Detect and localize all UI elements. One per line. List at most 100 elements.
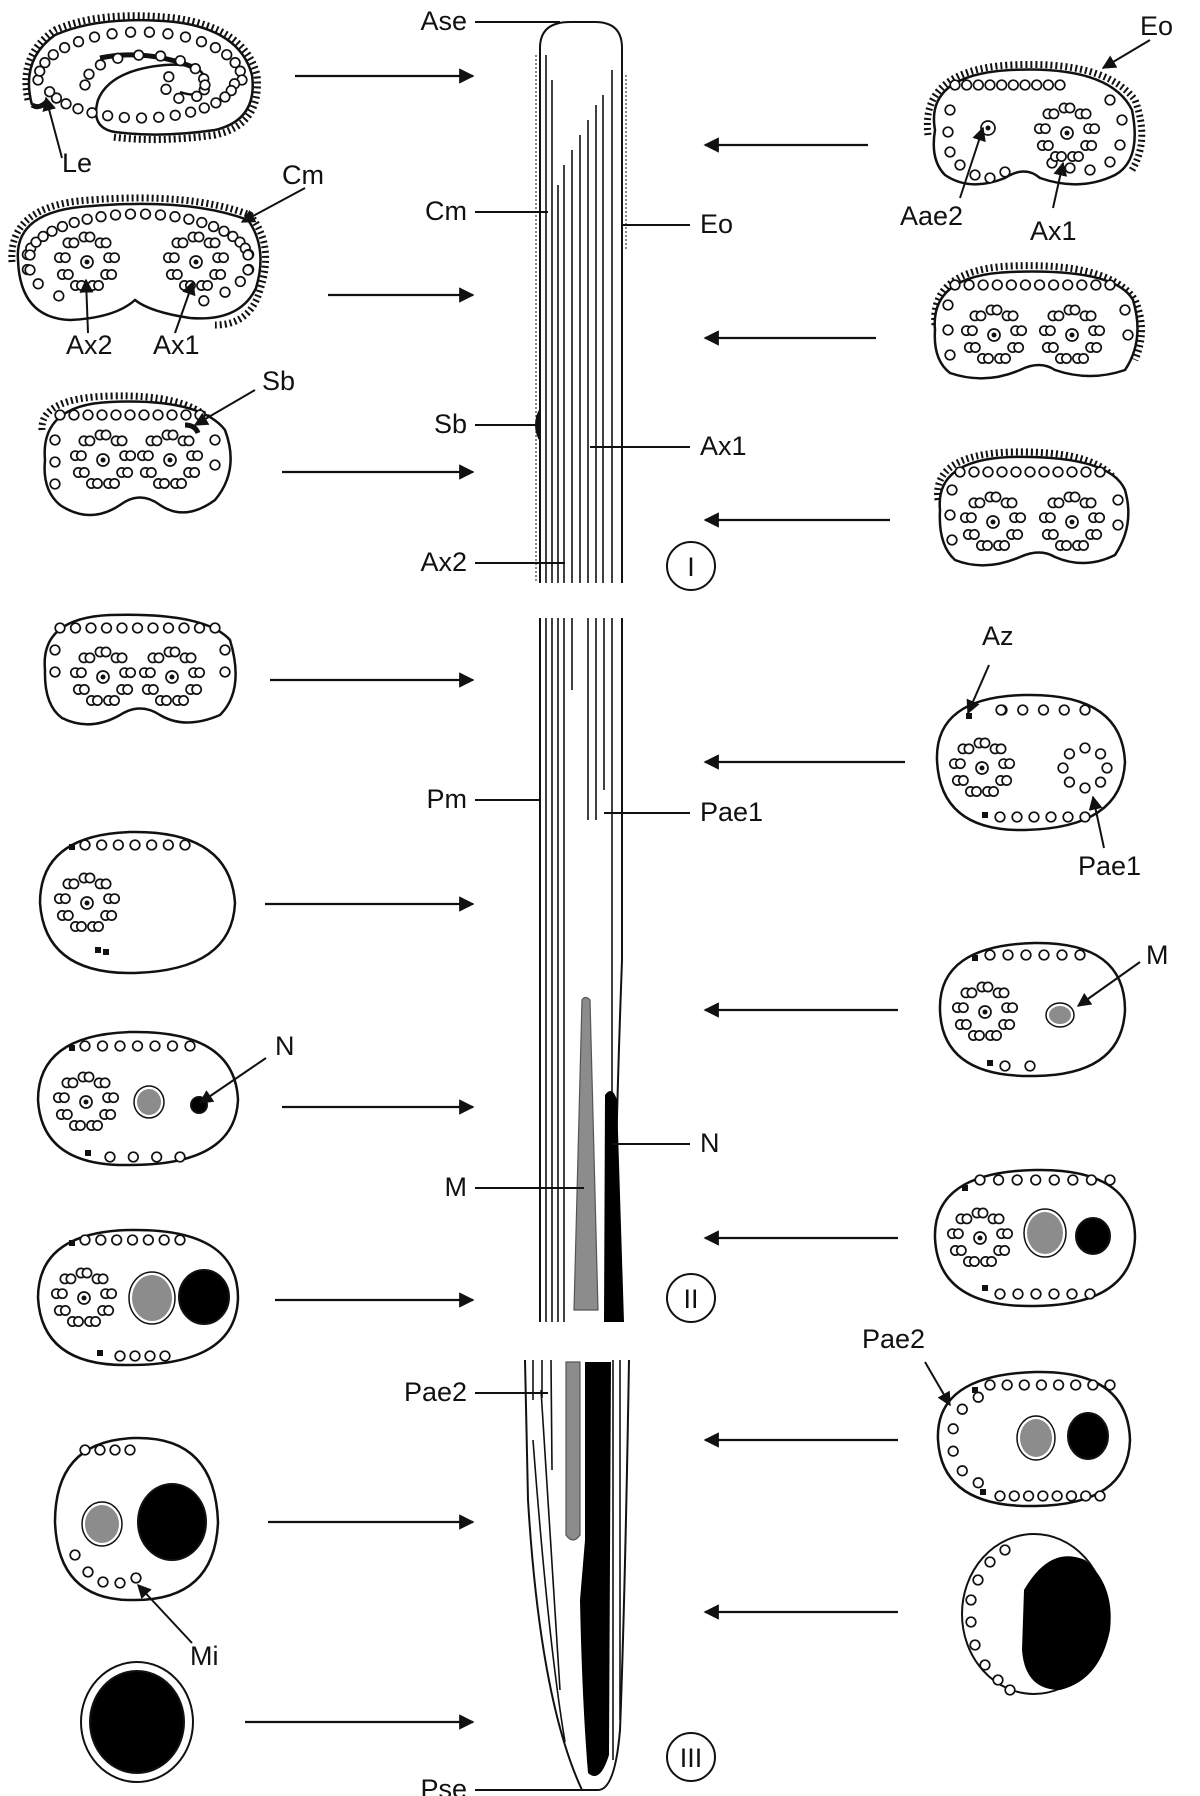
microtubule [1011,811,1023,823]
microtubule [209,459,221,471]
nucleus-section [1067,1412,1109,1460]
microtubule [43,86,56,98]
microtubule [32,278,44,290]
microtubule [112,839,124,851]
microtubule [1048,1288,1060,1300]
central-dot [167,457,173,463]
microtubule [139,208,152,220]
region-1-longitudinal [535,21,627,583]
microtubule [1070,1379,1082,1391]
microtubule [163,71,175,83]
doublet [105,1109,117,1120]
doublet [91,695,103,706]
doublet [975,310,987,322]
microtubule [146,839,158,851]
doublet [100,429,112,441]
central-dot [81,1295,87,1301]
central-pair [973,1231,987,1245]
mitochondrion-fill [85,1505,119,1543]
microtubule [1038,466,1050,478]
microtubule [153,111,165,123]
microtubule [956,1465,968,1477]
microtubule [1104,1174,1116,1186]
axonemal-zone-marker [69,1045,75,1051]
doublet [147,684,159,695]
microtubule [147,622,159,634]
microtubule [1101,762,1113,774]
label-pae1: Pae1 [700,797,763,827]
microtubule [1067,1174,1079,1186]
doublet [84,231,96,243]
doublet [109,695,121,706]
microtubule [159,1350,171,1362]
doublet [1047,342,1059,353]
doublet [169,646,181,658]
section-right-3 [934,448,1130,567]
label-cm: Cm [425,196,467,226]
doublet [999,1245,1011,1256]
microtubule [173,92,185,104]
microtubule [999,1060,1011,1072]
section-right-7-pae2 [936,1370,1132,1508]
microtubule [152,409,164,421]
microtubule [100,622,113,634]
region-label-3: III [680,1743,703,1773]
doublet [59,893,71,905]
microtubule [209,622,221,634]
section-left-5 [38,830,237,975]
external-ornamentation [923,60,1146,172]
doublet [1015,512,1027,524]
section-outline [938,941,1127,1078]
microtubule [1058,704,1070,716]
microtubule [984,1556,996,1568]
doublet [168,252,180,264]
doublet [160,695,172,706]
doublet [969,342,981,353]
mitochondrion-fill [1049,1006,1071,1024]
microtubule [1062,279,1074,291]
microtubule [1022,1490,1035,1502]
microtubule [1084,164,1096,176]
region-label-2: II [683,1284,698,1314]
microtubule [47,49,59,61]
microtubule [1011,1174,1023,1186]
microtubule [124,26,137,38]
microtubule [174,1151,186,1163]
microtubule [82,409,94,421]
microtubule [207,220,220,233]
doublet [194,667,206,679]
microtubule [1038,949,1050,961]
microtubule [942,299,954,311]
doublet [97,1273,109,1285]
doublet [59,1305,71,1316]
cross-sections [8,12,1146,1783]
microtubule [219,91,231,103]
doublet [1094,512,1106,524]
doublet [968,1256,980,1267]
microtubule [106,28,118,40]
doublet [974,497,986,509]
microtubule [158,1234,170,1246]
section-label-eo: Eo [1140,11,1173,41]
microtubule [1042,79,1054,91]
microtubule [60,98,72,110]
microtubule [54,622,66,634]
doublet [189,467,201,478]
doublet [65,1273,77,1285]
microtubule [1064,162,1076,174]
microtubule [1119,304,1131,316]
doublet [1002,1228,1014,1240]
doublet [209,237,221,249]
doublet [954,758,966,770]
doublet [183,435,195,447]
central-dot [169,674,175,680]
microtubule [242,264,254,276]
microtubule [135,112,148,124]
section-label-az: Az [982,621,1014,651]
microtubule [227,230,239,243]
microtubule [96,409,108,421]
section-label-pae2: Pae2 [862,1324,925,1354]
microtubule [996,79,1008,91]
microtubule [1079,782,1091,794]
